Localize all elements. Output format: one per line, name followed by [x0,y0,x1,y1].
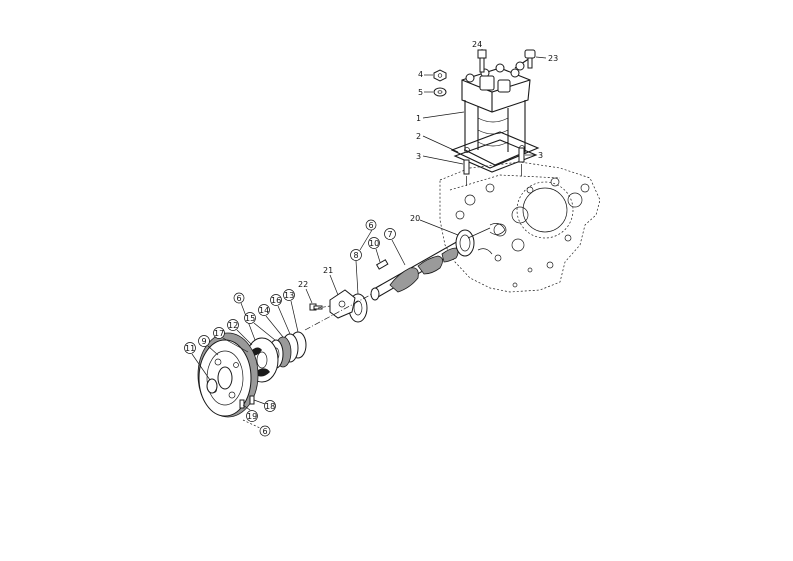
washer-5 [433,87,447,97]
bolt-18 [249,395,255,405]
callout-18-circle [264,400,276,412]
callout-17-circle [213,327,225,339]
stud-left [463,159,470,186]
bolt-19 [239,399,245,409]
callout-22: 22 [298,280,308,289]
camshaft [370,227,491,301]
callout-15-circle [244,312,256,324]
callout-6-top-circle [365,219,377,231]
callout-23: 23 [548,54,558,63]
callout-16-circle [270,294,282,306]
stud-right [518,147,525,176]
callout-6-mid-circle [233,292,245,304]
callout-15: 15 [245,314,255,323]
callout-9-circle [198,335,210,347]
callout-6-mid: 6 [237,294,242,303]
callout-2: 2 [416,132,421,141]
callout-17: 17 [214,329,224,338]
injection-pump [450,57,540,169]
callout-6-bottom-circle [259,425,271,437]
callout-20: 20 [410,214,420,223]
callout-12: 12 [228,321,238,330]
callout-12-circle [227,319,239,331]
callout-16: 16 [271,296,281,305]
callout-19: 19 [247,412,257,421]
callout-7-circle [384,228,396,240]
callout-13: 13 [284,291,294,300]
callout-9: 9 [202,337,207,346]
callout-5: 5 [418,88,423,97]
assembly-axis [304,293,373,331]
nut-11 [206,378,218,394]
camshaft-gear-9 [197,332,259,418]
callout-14: 14 [259,306,269,315]
callout-4: 4 [418,70,423,79]
callout-19-circle [246,410,258,422]
callout-3-right: 3 [538,151,543,160]
callout-6-top: 6 [369,221,374,230]
callout-18: 18 [265,402,275,411]
callout-1: 1 [416,114,421,123]
bolt-22 [309,303,323,311]
callout-3-left: 3 [416,152,421,161]
callout-8: 8 [354,251,359,260]
thrust-plate-21 [329,289,356,319]
callout-10-circle [368,237,380,249]
callout-8-circle [350,249,362,261]
callout-10: 10 [369,239,379,248]
callout-21: 21 [323,266,333,275]
callout-13-circle [283,289,295,301]
callout-7: 7 [388,230,393,239]
callout-11-circle [184,342,196,354]
callout-14-circle [258,304,270,316]
nut-4 [433,69,447,82]
key-10 [375,259,389,270]
engine-block-outline [439,161,601,293]
callout-6-bottom: 6 [263,427,268,436]
callout-11: 11 [185,344,195,353]
callout-24: 24 [472,40,482,49]
bolt-23 [524,49,536,69]
